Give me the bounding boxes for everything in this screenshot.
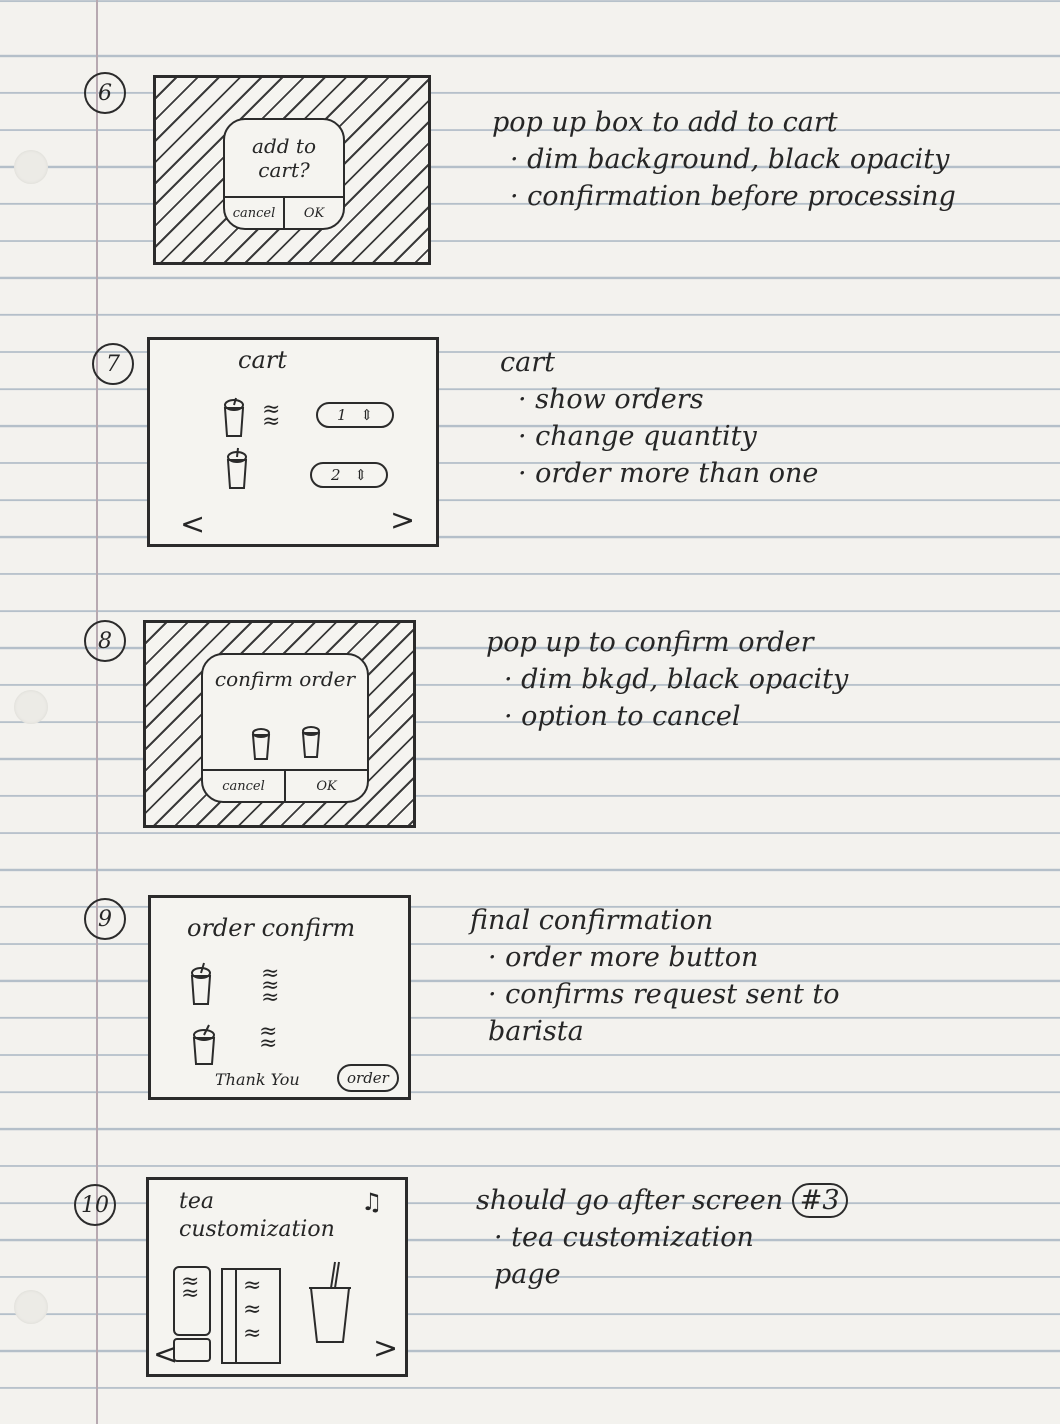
back-arrow-button[interactable]: < bbox=[153, 1337, 179, 1372]
sketch-frame-tea-customization: tea customization ♫ ≈≈ ≈≈≈ < > bbox=[146, 1177, 408, 1377]
notes-heading: pop up to confirm order bbox=[486, 627, 814, 658]
screen-title: order confirm bbox=[187, 914, 356, 942]
item-description-scribble: ≈≈≈ bbox=[261, 961, 279, 1010]
option-panel[interactable]: ≈≈ bbox=[173, 1266, 211, 1336]
cart-icon[interactable]: ♫ bbox=[361, 1188, 383, 1216]
popup-actions: cancel OK bbox=[225, 196, 343, 228]
sketch-frame-order-confirm: order confirm ≈≈≈ ≈≈ Thank You order bbox=[148, 895, 411, 1100]
back-arrow-button[interactable]: < bbox=[180, 507, 206, 542]
drink-cup-icon bbox=[226, 447, 248, 489]
item-description-scribble: ≈≈ bbox=[262, 397, 280, 434]
notes-bullet: · change quantity bbox=[518, 421, 757, 452]
notes-heading: cart bbox=[500, 347, 555, 378]
notes-heading: should go after screen #3 bbox=[476, 1182, 976, 1219]
sketch-frame-add-to-cart: add to cart? cancel OK bbox=[153, 75, 431, 265]
margin-line bbox=[96, 0, 98, 1424]
ok-button[interactable]: OK bbox=[284, 771, 367, 801]
drink-cup-icon bbox=[192, 1024, 216, 1065]
screen-title: tea customization bbox=[179, 1189, 335, 1242]
forward-arrow-button[interactable]: > bbox=[390, 503, 416, 538]
add-to-cart-popup: add to cart? cancel OK bbox=[223, 118, 345, 230]
drink-cup-icon bbox=[251, 728, 271, 760]
stepper-arrows-icon: ⇕ bbox=[360, 406, 374, 424]
cancel-button[interactable]: cancel bbox=[222, 778, 265, 794]
sketch-number: 10 bbox=[74, 1184, 116, 1226]
tea-cup-icon bbox=[309, 1261, 351, 1343]
item-description-scribble: ≈≈ bbox=[259, 1019, 277, 1056]
sketch-number: 9 bbox=[84, 898, 126, 940]
notes-bullet: · dim bkgd, black opacity bbox=[504, 664, 849, 695]
screen-title: cart bbox=[238, 346, 287, 374]
quantity-stepper[interactable]: 1⇕ bbox=[316, 402, 394, 428]
sketch-frame-confirm-order: confirm order cancel OK bbox=[143, 620, 416, 828]
notes-bullet: · show orders bbox=[518, 384, 704, 415]
sketch-number: 7 bbox=[92, 343, 134, 385]
drink-cup-icon bbox=[301, 726, 321, 758]
popup-title: add to cart? bbox=[252, 134, 316, 182]
punch-hole bbox=[14, 150, 48, 184]
option-selector[interactable] bbox=[173, 1338, 211, 1362]
sketch-number: 8 bbox=[84, 620, 126, 662]
notes-bullet: · tea customization page bbox=[494, 1222, 754, 1290]
notes-bullet: · dim background, black opacity bbox=[510, 144, 950, 175]
ok-button[interactable]: OK bbox=[283, 198, 343, 228]
sketch-notes: should go after screen #3 · tea customiz… bbox=[476, 1182, 976, 1293]
notes-bullet: · order more than one bbox=[518, 458, 819, 489]
sketch-notes: final confirmation · order more button ·… bbox=[470, 902, 990, 1050]
sketch-notes: cart · show orders · change quantity · o… bbox=[500, 344, 980, 492]
notes-heading: pop up box to add to cart bbox=[492, 107, 838, 138]
drink-cup-icon bbox=[223, 397, 245, 437]
notes-bullet: · confirmation before processing bbox=[510, 181, 956, 212]
sketch-notes: pop up to confirm order · dim bkgd, blac… bbox=[486, 624, 1006, 735]
sketch-frame-cart: cart ≈≈ 1⇕ 2⇕ < > bbox=[147, 337, 439, 547]
sketch-notes: pop up box to add to cart · dim backgrou… bbox=[492, 104, 1022, 215]
punch-hole bbox=[14, 1290, 48, 1324]
forward-arrow-button[interactable]: > bbox=[373, 1331, 399, 1366]
stepper-arrows-icon: ⇕ bbox=[354, 466, 368, 484]
confirm-order-popup: confirm order cancel OK bbox=[201, 653, 369, 803]
popup-actions: cancel OK bbox=[203, 769, 367, 801]
screen-reference: #3 bbox=[791, 1183, 848, 1218]
notes-bullet: · option to cancel bbox=[504, 701, 741, 732]
option-list[interactable]: ≈≈≈ bbox=[221, 1268, 281, 1364]
punch-hole bbox=[14, 690, 48, 724]
sketch-number: 6 bbox=[84, 72, 126, 114]
cancel-button[interactable]: cancel bbox=[232, 205, 276, 221]
order-more-button[interactable]: order bbox=[337, 1064, 399, 1092]
notes-bullet: · confirms request sent to barista bbox=[488, 979, 840, 1047]
drink-cup-icon bbox=[190, 962, 212, 1005]
quantity-stepper[interactable]: 2⇕ bbox=[310, 462, 388, 488]
popup-title: confirm order bbox=[214, 667, 356, 691]
notes-bullet: · order more button bbox=[488, 942, 759, 973]
notes-heading: final confirmation bbox=[470, 905, 714, 936]
thank-you-text: Thank You bbox=[215, 1070, 300, 1089]
